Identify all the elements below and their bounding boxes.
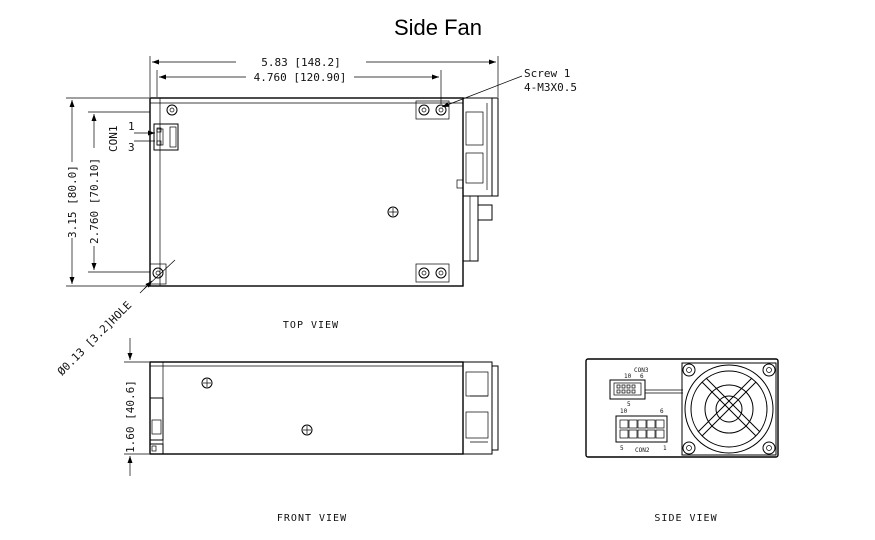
dim-height: 1.60 [40.6] xyxy=(124,380,137,453)
side-view-label: SIDE VIEW xyxy=(654,513,717,524)
con3-label: CON3 xyxy=(634,367,649,374)
side-view: CON3 10 6 5 10 6 5 1 CON2 xyxy=(585,358,779,524)
con2-pin-10: 10 xyxy=(620,408,628,415)
top-view-label: TOP VIEW xyxy=(283,320,339,331)
con1-pin-last: 3 xyxy=(128,141,135,154)
front-view-label: FRONT VIEW xyxy=(277,513,347,524)
screw-center xyxy=(387,206,399,218)
dim-mounting-width: 2.760 [70.10] xyxy=(88,158,101,244)
front-view: 1.60 [40.6] FRONT VIEW xyxy=(124,338,499,524)
top-view: 1 3 CON1 Screw 1 4-M3X0.5 5.83 [148.2] 4… xyxy=(55,56,577,378)
con1-connector xyxy=(153,123,179,151)
con1-pin-first: 1 xyxy=(128,120,135,133)
front-screw-1 xyxy=(201,377,213,389)
con2-label: CON2 xyxy=(635,447,650,454)
dim-mounting-length: 4.760 [120.90] xyxy=(254,71,347,84)
hole-bottom-left xyxy=(149,263,167,285)
con2-pin-6: 6 xyxy=(660,408,664,415)
screw-note-line2: 4-M3X0.5 xyxy=(524,81,577,94)
con3-pin-10: 10 xyxy=(624,373,632,380)
front-screw-2 xyxy=(301,424,313,436)
con3-pin-5: 5 xyxy=(627,401,631,408)
con1-label: CON1 xyxy=(107,126,120,153)
top-view-body xyxy=(149,97,464,287)
dim-hole: Ø0.13 [3.2]HOLE xyxy=(55,299,134,378)
fan-icon xyxy=(681,362,777,456)
con2-pin-1: 1 xyxy=(663,445,667,452)
screw-note-line1: Screw 1 xyxy=(524,67,570,80)
con2-pin-5: 5 xyxy=(620,445,624,452)
con2-connector xyxy=(615,415,668,443)
dim-overall-length: 5.83 [148.2] xyxy=(261,56,340,69)
con3-pin-6: 6 xyxy=(640,373,644,380)
dim-overall-width: 3.15 [80.0] xyxy=(66,165,79,238)
drawing-title: Side Fan xyxy=(394,15,482,40)
screw-bottom-right xyxy=(415,263,450,283)
screw-top-right xyxy=(415,100,450,120)
con3-connector xyxy=(609,379,646,400)
screw-top-left xyxy=(166,104,178,116)
